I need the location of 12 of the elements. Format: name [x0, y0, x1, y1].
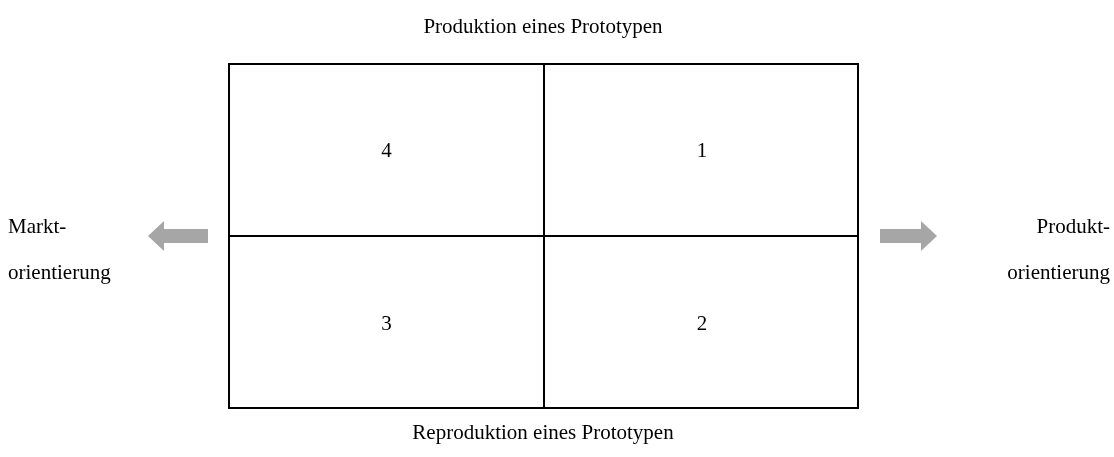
block-arrow [148, 221, 208, 251]
quadrant-number: 1 [696, 137, 708, 164]
axis-caption: Reproduktion eines Prototypen [411, 420, 675, 445]
quadrant-number: 2 [696, 310, 708, 337]
orientation-label: Produkt- orientierung [1006, 213, 1110, 286]
quadrant-cell [230, 65, 545, 237]
block-arrow [880, 221, 937, 251]
quadrant-number: 4 [381, 137, 392, 164]
matrix-grid [228, 63, 859, 409]
orientation-label: Markt- orientierung [8, 213, 112, 286]
quadrant-number: 3 [381, 310, 392, 337]
axis-caption: Produktion eines Prototypen [422, 14, 664, 39]
